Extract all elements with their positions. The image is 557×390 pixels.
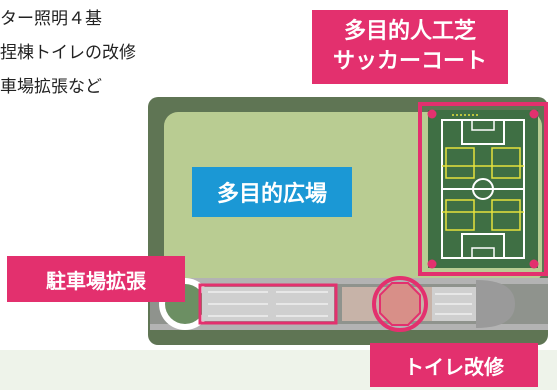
- bullet-list: ター照明４基 捏棟トイレの改修 車場拡張など: [0, 2, 136, 104]
- soccer-highlight: [418, 102, 548, 276]
- label-soccer-court: 多目的人工芝 サッカーコート: [312, 10, 508, 84]
- toilet-highlight: [372, 276, 428, 332]
- road-right-end: [476, 280, 515, 328]
- label-parking: 駐車場拡張: [7, 256, 185, 302]
- label-soccer-line1: 多目的人工芝: [343, 19, 476, 44]
- toilet-building: [379, 282, 421, 326]
- bullet-lights: ター照明４基: [0, 9, 102, 29]
- light-pole-icon: [529, 109, 539, 119]
- label-soccer-line2: サッカーコート: [332, 49, 487, 74]
- parking-highlight: [198, 283, 338, 325]
- bullet-parking: 車場拡張など: [0, 77, 102, 97]
- bullet-toilet: 捏棟トイレの改修: [0, 43, 136, 63]
- parking-stripes: [208, 291, 328, 317]
- light-pole-icon: [427, 109, 437, 119]
- light-pole-icon: [529, 259, 539, 269]
- soccer-yellow-lines: [442, 147, 524, 231]
- label-toilet: トイレ改修: [370, 343, 538, 387]
- light-pole-icon: [427, 259, 437, 269]
- label-plaza: 多目的広場: [192, 167, 352, 217]
